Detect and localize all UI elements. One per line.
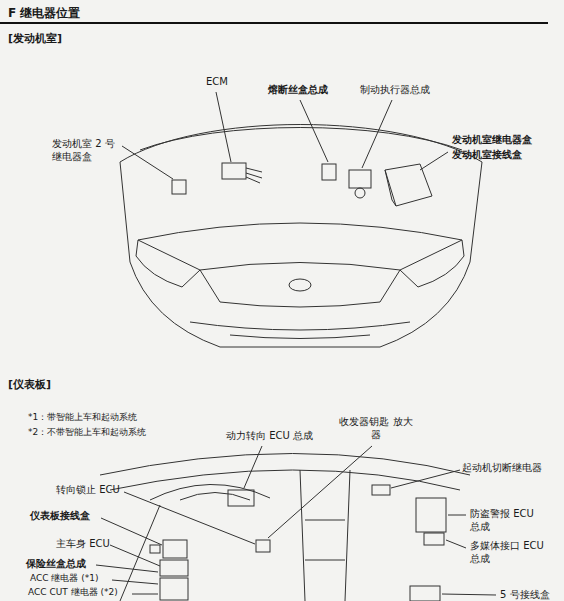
part-label: 制动执行器总成 bbox=[360, 84, 430, 97]
part-label: 发动机室接线盒 bbox=[452, 149, 522, 162]
part-label: 动力转向 ECU 总成 bbox=[226, 430, 313, 443]
leader-lines bbox=[96, 446, 496, 595]
page-title: F 继电器位置 bbox=[8, 6, 80, 21]
section-heading: [发动机室] bbox=[8, 32, 62, 46]
part-label: 仪表板接线盒 bbox=[30, 510, 90, 523]
section-heading: [仪表板] bbox=[8, 378, 51, 392]
part-label: 发动机室 2 号 继电器盒 bbox=[52, 138, 122, 163]
part-label: 主车身 ECU bbox=[56, 538, 110, 551]
relay-label: ACC 继电器 (*1) bbox=[30, 573, 99, 584]
note: *2：不带智能上车和起动系统 bbox=[28, 427, 146, 438]
part-label: 多媒体接口 ECU 总成 bbox=[470, 540, 556, 565]
part-label: 转向锁止 ECU bbox=[56, 484, 120, 497]
part-label: 保险丝盒总成 bbox=[26, 558, 86, 571]
car-front-outline bbox=[120, 125, 482, 348]
leader-lines bbox=[122, 92, 448, 179]
part-label: 熔断丝盒总成 bbox=[268, 84, 328, 97]
part-label: 防盗警报 ECU 总成 bbox=[470, 508, 544, 533]
dashboard-parts bbox=[150, 485, 446, 601]
note: *1：带智能上车和起动系统 bbox=[28, 412, 137, 423]
part-label: 发动机室继电器盒 bbox=[452, 134, 532, 147]
part-label: 收发器钥匙 放大器 bbox=[338, 416, 414, 441]
relay-label: ACC CUT 继电器 (*2) bbox=[28, 587, 118, 598]
header-rule bbox=[0, 22, 548, 24]
engine-parts bbox=[172, 163, 432, 206]
part-label: ECM bbox=[206, 76, 228, 89]
dashboard-outline bbox=[100, 454, 470, 601]
part-label: 5 号接线盒 bbox=[500, 589, 550, 601]
part-label: 起动机切断继电器 bbox=[462, 462, 542, 475]
